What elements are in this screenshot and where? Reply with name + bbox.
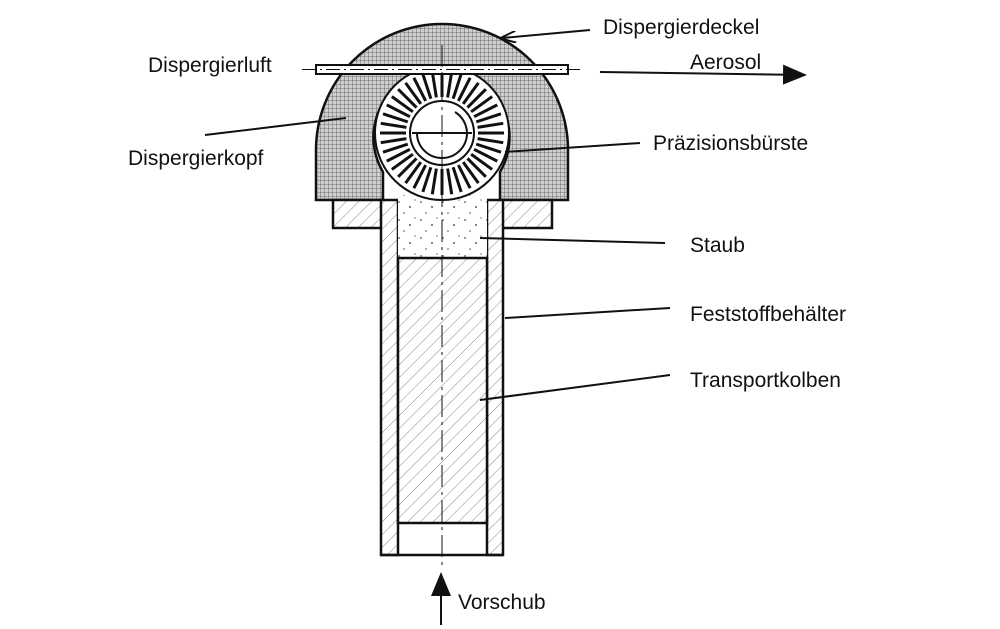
bristle — [475, 142, 502, 154]
bristle — [446, 71, 454, 98]
bristle — [477, 121, 504, 129]
leader-praezisionsbuerste — [504, 142, 641, 153]
bristle — [390, 152, 414, 171]
label-feststoffbehaelter: Feststoffbehälter — [690, 303, 846, 326]
bristle — [451, 73, 463, 100]
flange — [331, 198, 554, 230]
bristle — [386, 103, 411, 118]
bristle — [473, 103, 498, 118]
label-dispergierluft: Dispergierluft — [148, 54, 272, 77]
bristle — [466, 157, 487, 178]
bristle — [430, 71, 438, 98]
bristle — [380, 121, 407, 129]
bristle — [412, 164, 427, 189]
aerosol-arrow — [599, 64, 807, 85]
bristle — [421, 166, 433, 193]
label-dispergierdeckel: Dispergierdeckel — [603, 16, 759, 39]
bristle — [382, 142, 409, 154]
bristle — [430, 168, 438, 195]
leader-feststoffbehaelter — [504, 307, 671, 319]
leader-transportkolben — [479, 374, 671, 401]
bristle — [466, 88, 487, 109]
bristle — [470, 95, 494, 114]
label-aerosol: Aerosol — [690, 51, 761, 74]
bristle — [473, 148, 498, 163]
label-staub: Staub — [690, 234, 745, 257]
bristle — [451, 166, 463, 193]
bristle — [386, 148, 411, 163]
leader-staub — [479, 237, 666, 244]
bristle — [380, 137, 407, 145]
bristle — [470, 152, 494, 171]
bristle — [461, 81, 480, 105]
bristle — [404, 161, 423, 185]
label-praezisionsbuerste: Präzisionsbürste — [653, 132, 808, 155]
bristle — [390, 95, 414, 114]
bristle — [412, 77, 427, 102]
bristle — [397, 88, 418, 109]
leader-dispergierkopf — [204, 117, 347, 136]
label-transportkolben: Transportkolben — [690, 369, 841, 392]
bristle — [475, 112, 502, 124]
label-dispergierkopf: Dispergierkopf — [128, 147, 264, 170]
bristle — [477, 137, 504, 145]
bristle — [382, 112, 409, 124]
bristle — [397, 157, 418, 178]
label-vorschub: Vorschub — [458, 591, 546, 614]
bristle — [461, 161, 480, 185]
leader-dispergierdeckel — [502, 29, 591, 38]
bristle — [457, 77, 472, 102]
bristle — [446, 168, 454, 195]
bristle — [457, 164, 472, 189]
bristle — [404, 81, 423, 105]
bristle — [421, 73, 433, 100]
